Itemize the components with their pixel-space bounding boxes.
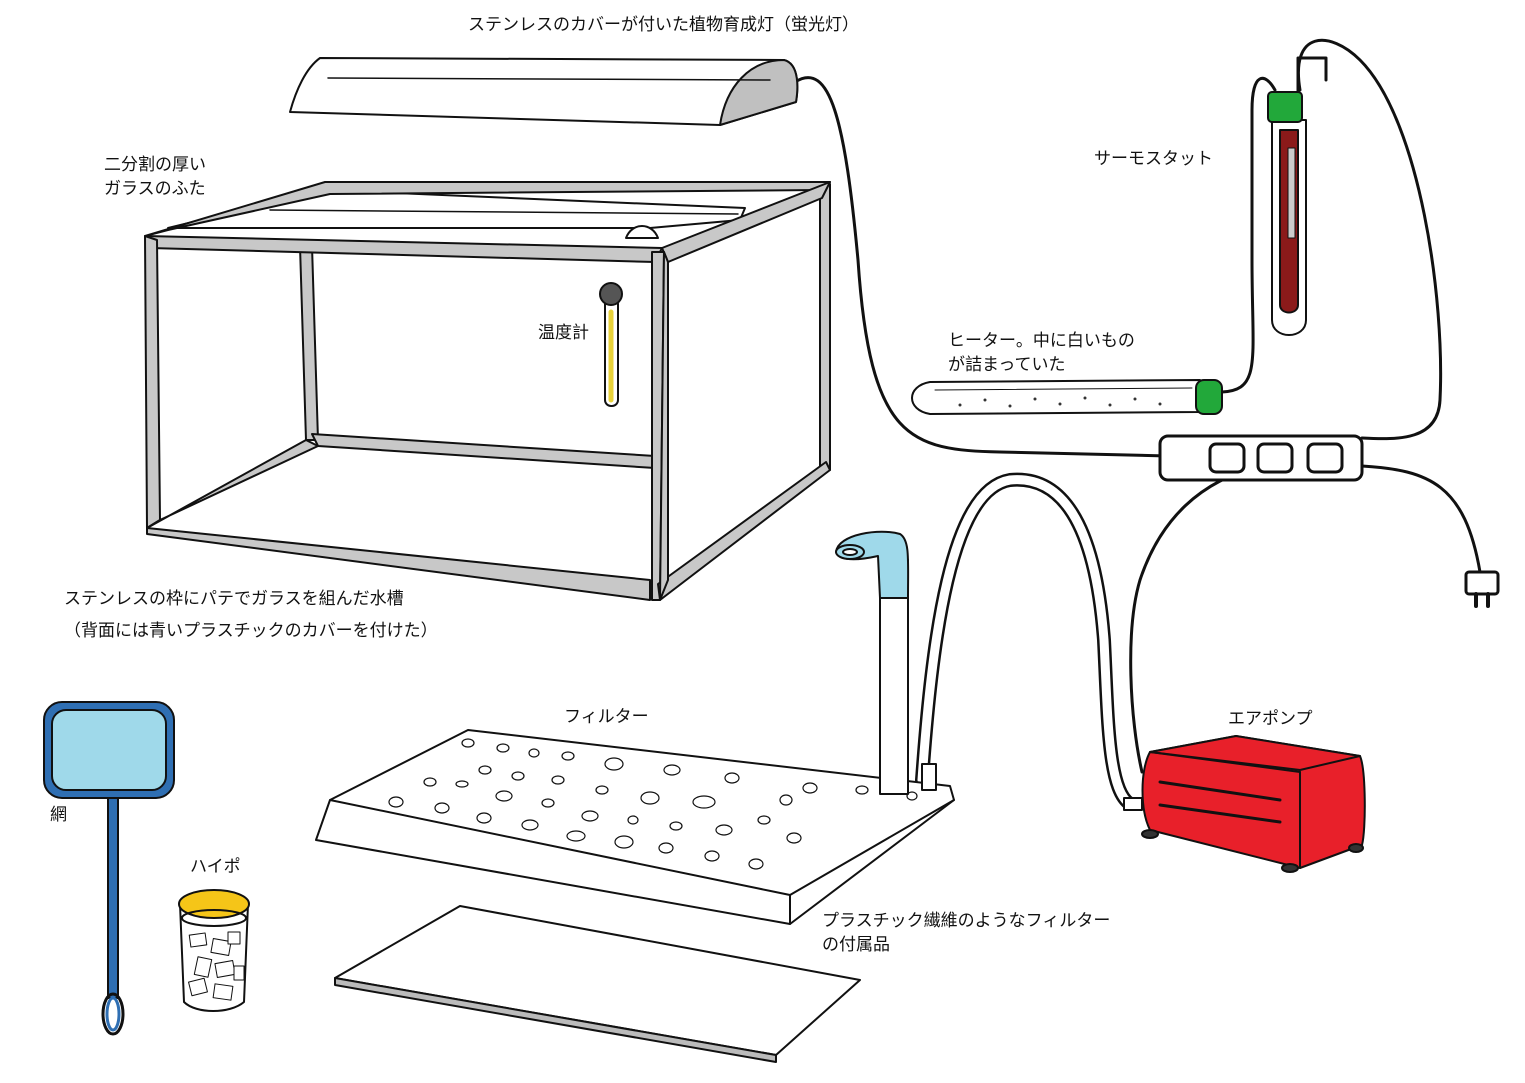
thermostat-hook [1296, 56, 1328, 94]
light-cord [793, 76, 1170, 458]
heater-dots [958, 396, 1162, 408]
power-cords [793, 38, 1482, 774]
hypo-label: ハイポ [190, 857, 241, 877]
glass-lid-label-line2: ガラスのふた [104, 179, 206, 199]
heater-cord [1220, 76, 1277, 394]
filter-media-label-line1: プラスチック繊維のようなフィルター [822, 911, 1111, 931]
filter-label: フィルター [564, 707, 649, 727]
tank-label-line1: ステンレスの枠にパテでガラスを組んだ水槽 [64, 589, 404, 609]
heater-label-line2: が詰まっていた [948, 355, 1066, 375]
air-tube [915, 472, 1137, 811]
hypo-crystals [188, 931, 245, 1001]
heater-label-line1: ヒーター。中に白いもの [948, 331, 1135, 351]
heater [911, 379, 1223, 415]
air-pump [1123, 735, 1366, 873]
glass-lid-label-line1: 二分割の厚い [104, 155, 206, 175]
filter-holes [388, 738, 918, 870]
power-strip [1158, 434, 1364, 482]
filter-media-label-line2: の付属品 [822, 935, 890, 955]
plug [1464, 570, 1500, 608]
air-pump-label: エアポンプ [1228, 709, 1313, 729]
pump-cord [1129, 464, 1264, 774]
undergravel-filter [315, 530, 955, 925]
grow-light [289, 57, 799, 126]
thermostat [1267, 91, 1307, 336]
aquarium-tank [144, 181, 831, 601]
hypo-jar [178, 889, 250, 1012]
thermometer-label: 温度計 [538, 323, 589, 343]
filter-media-pad [334, 905, 861, 1063]
thermometer [599, 282, 623, 407]
tank-label-line2: （背面には青いプラスチックのカバーを付けた） [64, 621, 438, 641]
grow-light-label: ステンレスのカバーが付いた植物育成灯（蛍光灯） [468, 15, 859, 35]
thermostat-cord [1297, 38, 1443, 441]
strip-to-plug [1360, 464, 1482, 574]
fish-net [43, 701, 175, 1036]
thermostat-label: サーモスタット [1094, 149, 1213, 169]
net-label: 網 [50, 805, 67, 825]
